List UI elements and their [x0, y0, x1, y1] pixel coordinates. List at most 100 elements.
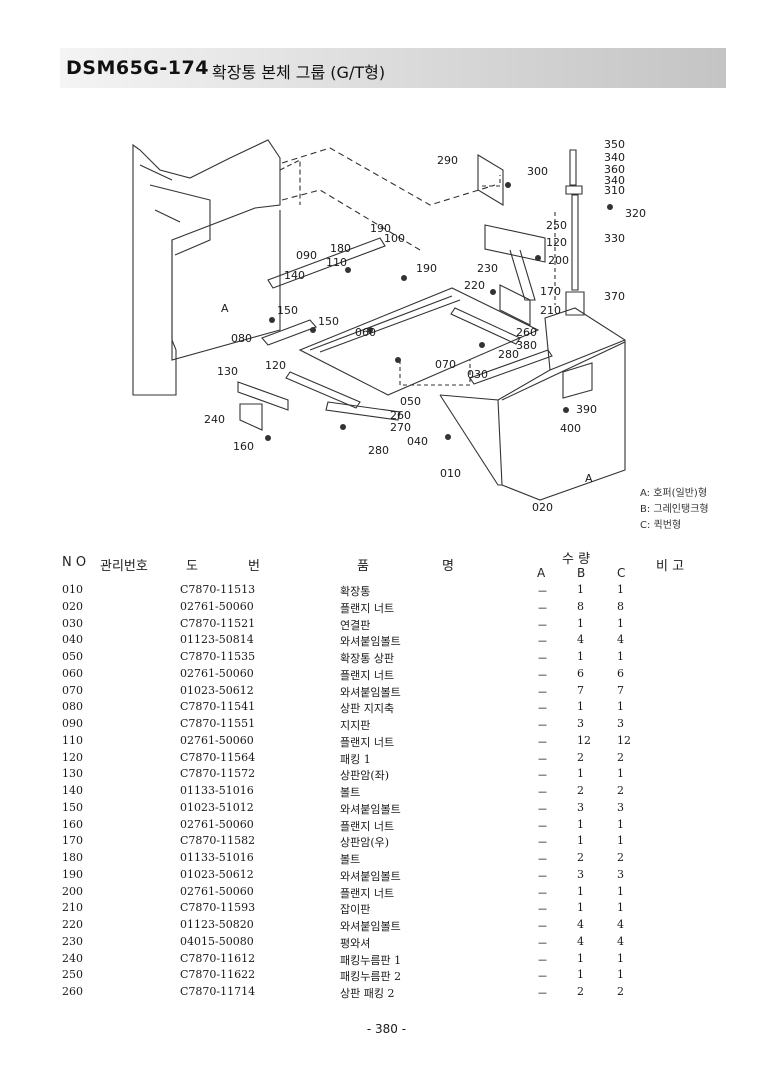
qty-a: －: [537, 903, 548, 917]
part-name: 평와셔: [340, 936, 371, 950]
drawing-number: 01023-51012: [180, 800, 254, 814]
qty-b: 1: [577, 700, 584, 714]
qty-c: 4: [617, 918, 624, 931]
legend-item-b: B: 그레인탱크형: [640, 504, 709, 515]
drawing-number: 01023-50612: [180, 683, 254, 697]
part-number: 060: [62, 666, 83, 680]
qty-a: －: [537, 702, 548, 716]
qty-c: 1: [617, 968, 624, 982]
callout-110: 110: [326, 256, 347, 269]
drawing-number: C7870-11582: [180, 834, 256, 848]
qty-b: 4: [577, 633, 584, 647]
qty-c: 1: [617, 616, 624, 630]
qty-a: －: [537, 886, 548, 900]
part-number: 180: [62, 851, 83, 864]
view-marker-A: A: [221, 302, 229, 315]
part-name: 잡이판: [340, 903, 371, 917]
drawing-number: 04015-50080: [180, 934, 254, 948]
part-name: 플랜지 너트: [340, 886, 395, 900]
drawing-number: C7870-11564: [180, 750, 256, 764]
packing-260a: [450, 307, 521, 345]
pin-stack: [569, 149, 577, 186]
qty-b: 1: [577, 834, 584, 848]
qty-a: －: [537, 786, 548, 799]
top-plate-edge: [309, 295, 461, 353]
qty-c: 1: [617, 901, 624, 915]
part-name: 상판 패킹 2: [340, 987, 395, 1000]
part-name: 지지판: [340, 719, 371, 732]
qty-a: －: [537, 869, 548, 883]
qty-b: 1: [577, 901, 584, 915]
part-number: 170: [62, 834, 83, 848]
qty-b: 2: [577, 784, 584, 797]
qty-c: 1: [617, 884, 624, 898]
drawing-number: 02761-50060: [180, 817, 254, 831]
qty-a: －: [537, 953, 548, 967]
qty-b: 6: [577, 666, 584, 680]
callout-370: 370: [604, 290, 625, 303]
part-name: 상판 지지축: [340, 702, 395, 716]
callout-320: 320: [625, 207, 646, 220]
drawing-number: C7870-11521: [180, 616, 256, 630]
qty-a: －: [537, 920, 548, 933]
qty-b: 2: [577, 851, 584, 864]
part-name: 플랜지 너트: [340, 601, 395, 615]
qty-c: 2: [617, 851, 624, 864]
qty-b: 1: [577, 884, 584, 898]
nut-400: [563, 407, 569, 413]
handle-370: [565, 291, 585, 316]
drawing-number: C7870-11622: [180, 968, 256, 982]
qty-a: －: [537, 970, 548, 984]
bolt-190: [401, 275, 407, 281]
qty-b: 8: [577, 599, 584, 613]
bolt-150a: [269, 317, 275, 323]
bolt-150b: [310, 327, 316, 333]
qty-a: －: [537, 618, 548, 632]
callout-260: 260: [516, 326, 537, 339]
extension-box-010: [439, 307, 626, 501]
part-name: 연결판: [340, 618, 371, 632]
drawing-number: C7870-11541: [180, 700, 256, 714]
packing-260b: [325, 401, 401, 421]
assembly-line-1: [281, 147, 496, 206]
part-number: 230: [62, 934, 83, 948]
part-number: 020: [62, 599, 83, 613]
qty-b: 1: [577, 767, 584, 781]
qty-a: －: [537, 668, 548, 682]
rod-330: [571, 194, 579, 291]
callout-120: 120: [546, 236, 567, 249]
header-qty-a: A: [537, 566, 546, 580]
callout-340: 340: [604, 174, 625, 187]
nut-280: [340, 424, 346, 430]
part-number: 190: [62, 867, 83, 881]
qty-a: －: [537, 769, 548, 783]
qty-b: 7: [577, 683, 584, 697]
qty-c: 3: [617, 717, 624, 730]
qty-a: －: [537, 719, 548, 732]
drawing-number: 02761-50060: [180, 666, 254, 680]
part-name: 패킹누름판 2: [340, 970, 402, 984]
qty-c: 3: [617, 867, 624, 881]
header-note: 비 고: [656, 559, 685, 574]
qty-c: 1: [617, 583, 624, 596]
qty-b: 1: [577, 817, 584, 831]
qty-c: 1: [617, 834, 624, 848]
callout-390: 390: [576, 403, 597, 416]
part-name: 상판암(우): [340, 836, 390, 850]
callout-090: 090: [296, 249, 317, 262]
callout-040: 040: [407, 435, 428, 448]
part-name: 와셔붙임볼트: [340, 869, 401, 883]
part-name: 볼트: [340, 786, 361, 799]
drawing-number: C7870-11612: [180, 951, 256, 965]
part-name: 와셔붙임볼트: [340, 920, 401, 933]
assembly-line-2: [281, 189, 421, 251]
